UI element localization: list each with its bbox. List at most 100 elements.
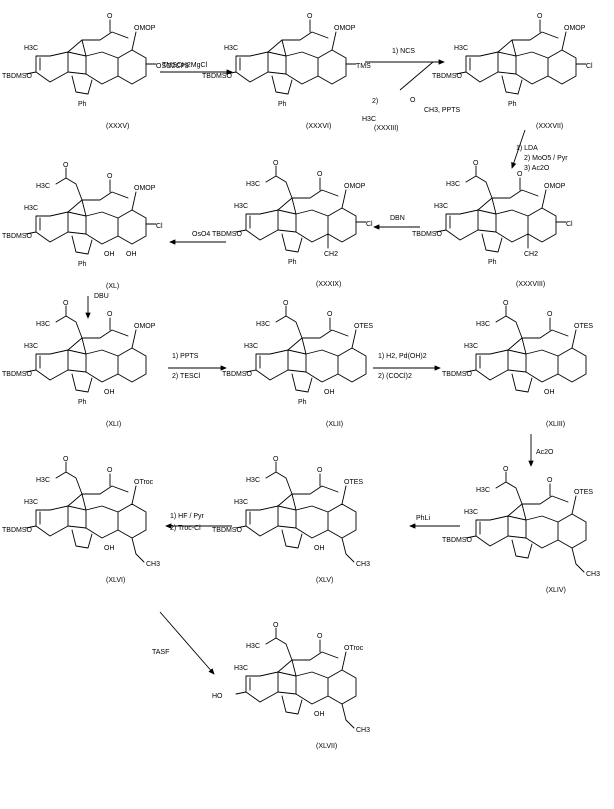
top-group-bond <box>561 31 567 51</box>
bond-path <box>67 51 87 75</box>
reagent-r4: DBN <box>390 215 405 222</box>
bond-path <box>35 51 69 83</box>
methyl-label: H3C <box>234 665 248 672</box>
side-group-label: OSO2CF3 <box>156 63 189 70</box>
acetate-bonds <box>265 627 293 661</box>
phenyl-label: Ph <box>78 399 87 406</box>
acetate-methyl-label: H3C <box>246 477 260 484</box>
bond-path <box>295 209 329 243</box>
compound-label: (XLII) <box>326 421 343 428</box>
phenyl-label: Ph <box>78 101 87 108</box>
arrow-12 <box>159 611 215 675</box>
bond-path <box>337 347 367 383</box>
bond-path <box>511 539 533 559</box>
bond-path <box>557 347 587 383</box>
bond-path <box>507 329 569 351</box>
reagent-r10: PhLi <box>416 515 430 522</box>
bond-path <box>35 505 69 537</box>
bond-path <box>85 211 119 245</box>
arrow-3 <box>511 129 526 169</box>
bond-path <box>495 209 529 243</box>
hydroxyl-label: OH <box>324 389 335 396</box>
acetate-oxygen: O <box>63 300 69 307</box>
bond-path <box>291 659 297 677</box>
bond-path <box>521 337 527 355</box>
hydroxyl-label: OH <box>104 545 115 552</box>
left-group-label: TBDMSO <box>212 231 243 238</box>
side-group-label: TMS <box>356 63 371 70</box>
methyl-label: H3C <box>224 45 238 52</box>
bond-path <box>491 197 497 215</box>
bond-path <box>445 209 479 241</box>
bond-path <box>285 51 319 85</box>
c4-acetate-methyl-label: CH3 <box>356 727 370 734</box>
bond-path <box>327 669 357 705</box>
acetate-oxygen: O <box>273 456 279 463</box>
bond-path <box>71 75 93 95</box>
bond-path <box>81 493 87 511</box>
acetate-bonds <box>265 461 293 495</box>
bond-path <box>67 329 129 351</box>
bond-path <box>71 373 93 393</box>
molecules: OOMOPTBDMSOH3COSO2CF3Ph(XXXV)OOMOPTBDMSO… <box>2 13 600 750</box>
bond-path <box>85 51 119 85</box>
bond-path <box>35 211 69 243</box>
left-group-bond <box>225 71 237 75</box>
bond-path <box>481 233 503 253</box>
bond-path <box>277 651 339 673</box>
bond-path <box>511 39 517 57</box>
acetate-methyl-label: H3C <box>246 181 260 188</box>
reagent-r11b: 2) Troc-Cl <box>170 525 201 532</box>
exo-methylene-label: CH2 <box>524 251 538 258</box>
left-group-label: TBDMSO <box>412 231 443 238</box>
reagent-r6: DBU <box>94 293 109 300</box>
acetate-oxygen: O <box>283 300 289 307</box>
top-group-label: OTroc <box>134 479 154 486</box>
bond-path <box>277 189 339 211</box>
acetate-oxygen: O <box>473 160 479 167</box>
c4-acetate-bonds <box>341 537 355 563</box>
acetate-methyl-label: H3C <box>476 321 490 328</box>
left-group-label: HO <box>212 693 223 700</box>
carbonyl-oxygen: O <box>107 13 113 20</box>
bond-path <box>67 31 129 53</box>
acetate-methyl-label: H3C <box>246 643 260 650</box>
top-group-bond <box>131 191 137 211</box>
carbonyl-oxygen: O <box>547 311 553 318</box>
bond-path <box>245 505 279 537</box>
acetate-oxygen: O <box>63 162 69 169</box>
top-group-bond <box>571 329 577 349</box>
methyl-label: H3C <box>24 205 38 212</box>
c4-acetate-bonds <box>131 537 145 563</box>
compound-label: (XXXV) <box>106 123 129 130</box>
compound-label: (XLVI) <box>106 577 125 584</box>
hydroxyl-label: OH <box>314 545 325 552</box>
hydroxyl-label: OH <box>104 389 115 396</box>
acetate-bonds <box>465 165 493 199</box>
side-group-label: Cl <box>156 223 163 230</box>
bond-path <box>295 671 329 705</box>
acetate-bonds <box>265 165 293 199</box>
reagent-r5: OsO4 <box>192 231 210 238</box>
carbonyl-oxygen: O <box>317 633 323 640</box>
top-group-bond <box>341 189 347 209</box>
bond-path <box>81 337 87 355</box>
bond-path <box>465 51 499 83</box>
reagent-r3a: 1) LDA <box>516 145 538 152</box>
top-group-bond <box>341 485 347 505</box>
reagent-r2f: (XXXIII) <box>374 125 399 132</box>
top-group-bond <box>131 31 137 51</box>
bond-path <box>507 349 527 373</box>
reagent-r7b: 2) TESCl <box>172 373 201 380</box>
reagent-r7a: 1) PPTS <box>172 353 199 360</box>
bond-path <box>245 209 279 241</box>
carbonyl-oxygen: O <box>517 171 523 178</box>
left-group-bond <box>25 71 37 75</box>
phenyl-label: Ph <box>278 101 287 108</box>
